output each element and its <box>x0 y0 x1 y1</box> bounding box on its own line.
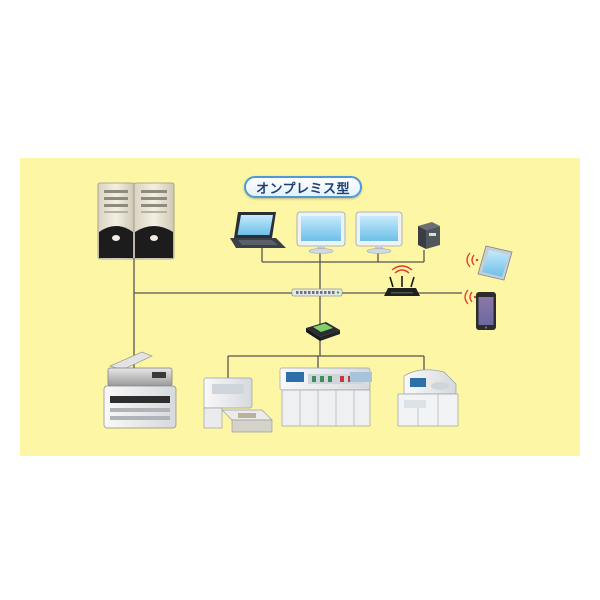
analyzer-1-icon <box>203 377 273 433</box>
wifi-router-icon <box>384 276 420 296</box>
printer-icon <box>103 351 177 429</box>
wifi-signal-phone-icon <box>464 289 477 305</box>
diagram-title: オンプレミス型 <box>244 176 362 198</box>
connection-lines <box>133 246 462 378</box>
monitor-2-icon <box>355 211 403 254</box>
small-device-icon <box>418 222 440 249</box>
network-hub-icon <box>291 288 343 297</box>
monitor-1-icon <box>296 211 346 254</box>
tablet-icon <box>477 245 513 281</box>
server-1-icon <box>97 182 135 260</box>
interface-unit-icon <box>306 322 340 341</box>
analyzer-3-icon <box>397 369 459 427</box>
wifi-signal-router-icon <box>391 265 413 274</box>
laptop-icon <box>230 212 286 248</box>
analyzer-2-icon <box>279 367 372 427</box>
server-2-icon <box>133 182 175 260</box>
wifi-signal-tablet-icon <box>466 252 479 268</box>
smartphone-icon <box>476 292 496 330</box>
